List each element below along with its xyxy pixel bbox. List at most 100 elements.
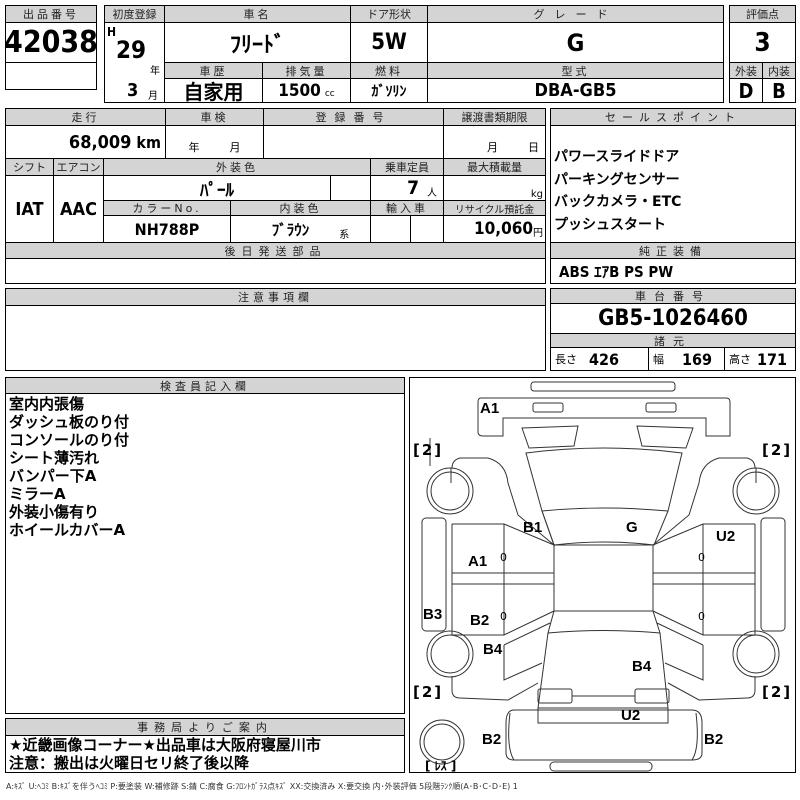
car-name-label: 車名 xyxy=(164,5,351,23)
history-value: 自家用 xyxy=(164,78,263,103)
inspector-notes: 室内内張傷 ダッシュ板のり付 コンソールのり付 シート薄汚れ バンパー下A ミラ… xyxy=(5,393,405,714)
reg-no-value xyxy=(263,125,444,159)
zero-fr: 0 xyxy=(698,551,705,564)
inspector-label: 検査員記入欄 xyxy=(5,377,405,394)
width-label: 幅 xyxy=(653,353,664,366)
zero-rl: 0 xyxy=(500,610,507,623)
era: H xyxy=(107,25,117,39)
fuel-value: ｶﾞｿﾘﾝ xyxy=(350,78,428,103)
damage-diagram: A1 [2] [2] [2] [2] B1 G U2 A1 0 0 0 0 B3… xyxy=(409,377,796,773)
zero-fl: 0 xyxy=(500,551,507,564)
score-value: 3 xyxy=(729,22,796,63)
inspector-item: 室内内張傷 xyxy=(9,395,85,413)
score-label: 評価点 xyxy=(729,5,796,23)
displacement-value: 1500 xyxy=(278,80,321,101)
lot-number: 42038 xyxy=(5,22,97,63)
ac-label: エアコン xyxy=(53,158,104,176)
office-line: ★近畿画像コーナー★出品車は大阪府寝屋川市 xyxy=(9,736,321,754)
color-no-label: カラーNo. xyxy=(103,200,231,216)
inspection-cell: 年月 xyxy=(165,125,264,159)
mark-b4-left: B4 xyxy=(483,641,503,658)
reg-year: 29 xyxy=(116,36,147,64)
mark-a1-left: A1 xyxy=(468,553,488,570)
mark-b2-left: B2 xyxy=(470,612,490,629)
width-value: 169 xyxy=(682,349,713,369)
import-label: 輸入車 xyxy=(370,200,444,216)
int-color-value: ﾌﾞﾗｳﾝ xyxy=(271,220,310,239)
shift-label: シフト xyxy=(5,158,54,176)
tire-fl-value: 2 xyxy=(421,441,435,459)
inspector-item: シート薄汚れ xyxy=(9,449,100,467)
equipment-value: ABS ｴｱB PS PW xyxy=(550,258,796,284)
door-value: 5W xyxy=(350,22,428,63)
displacement-unit: cc xyxy=(324,88,335,99)
displacement-label: 排気量 xyxy=(262,62,351,79)
tire-rl-value: 2 xyxy=(421,683,435,701)
max-load-unit: kg xyxy=(530,189,543,200)
length-label: 長さ xyxy=(555,353,577,366)
length-value: 426 xyxy=(589,349,620,369)
capacity-label: 乗車定員 xyxy=(370,158,444,176)
shift-value: IAT xyxy=(5,175,54,243)
int-color-cell: ﾌﾞﾗｳﾝ 系 xyxy=(230,215,371,243)
mark-b2-rear-right: B2 xyxy=(704,731,724,748)
lot-label: 出品番号 xyxy=(5,5,97,23)
tire-fr-value: 2 xyxy=(770,441,784,459)
max-load-label: 最大積載量 xyxy=(443,158,546,176)
max-load-cell: kg xyxy=(443,175,546,201)
tire-rl: [2] xyxy=(413,683,444,701)
equipment-label: 純正装備 xyxy=(550,242,796,259)
car-outline-icon xyxy=(419,381,786,772)
chassis-label: 車台番号 xyxy=(550,288,796,304)
int-color-label: 内装色 xyxy=(230,200,371,216)
inspector-item: ダッシュ板のり付 xyxy=(9,413,130,431)
office-line: 注意：搬出は火曜日セリ終了後以降 xyxy=(9,754,250,772)
sales-point: プッシュスタート xyxy=(554,216,666,233)
office-body: ★近畿画像コーナー★出品車は大阪府寝屋川市 注意：搬出は火曜日セリ終了後以降 xyxy=(5,735,405,773)
month-unit: 月 xyxy=(148,91,158,102)
specs-label: 諸元 xyxy=(550,333,796,348)
later-parts-label: 後日発送部品 xyxy=(5,242,546,259)
ext-color-blank xyxy=(330,175,371,201)
inspector-item: 外装小傷有り xyxy=(9,503,100,521)
length-cell: 長さ 426 xyxy=(550,347,649,371)
sales-points-list: パワースライドドア パーキングセンサー バックカメラ・ETC プッシュスタート xyxy=(550,125,796,243)
import-cell-b xyxy=(410,215,444,243)
sales-points-label: セールスポイント xyxy=(550,108,796,126)
inspection-month-unit: 月 xyxy=(229,141,241,154)
door-label: ドア形状 xyxy=(350,5,428,23)
lot-blank xyxy=(5,62,97,90)
inspector-item: ミラーA xyxy=(9,485,66,503)
spare-tire-label: [ ﾚｽ ] xyxy=(425,759,457,773)
model-label: 型式 xyxy=(427,62,724,79)
height-label: 高さ xyxy=(729,353,751,366)
inspection-year-unit: 年 xyxy=(188,141,200,154)
import-cell-a xyxy=(370,215,411,243)
transfer-month-unit: 月 xyxy=(487,141,498,154)
later-parts-body xyxy=(5,258,546,284)
int-color-suffix: 系 xyxy=(339,229,350,241)
tire-fl: [2] xyxy=(413,441,444,459)
reg-month: 3 xyxy=(127,80,139,101)
first-reg-label: 初度登録 xyxy=(104,5,165,23)
mileage-unit: km xyxy=(136,132,161,152)
mileage-label: 走行 xyxy=(5,108,166,126)
inspection-label: 車検 xyxy=(165,108,264,126)
tire-rr: [2] xyxy=(762,683,793,701)
ext-color-value: ﾊﾟｰﾙ xyxy=(103,175,331,201)
notes-body xyxy=(5,305,546,371)
sales-point: パワースライドドア xyxy=(554,149,680,165)
ext-grade: D xyxy=(729,78,763,103)
int-grade-label: 内装 xyxy=(762,62,796,79)
zero-rr: 0 xyxy=(698,610,705,623)
recycle-unit: 円 xyxy=(533,228,543,239)
inspector-item: コンソールのり付 xyxy=(9,431,130,449)
inspector-item: バンパー下A xyxy=(9,467,97,485)
notes-label: 注意事項欄 xyxy=(5,288,546,306)
fuel-label: 燃料 xyxy=(350,62,428,79)
int-grade: B xyxy=(762,78,796,103)
office-label: 事務局よりご案内 xyxy=(5,718,405,736)
capacity-value: 7 xyxy=(407,177,419,199)
